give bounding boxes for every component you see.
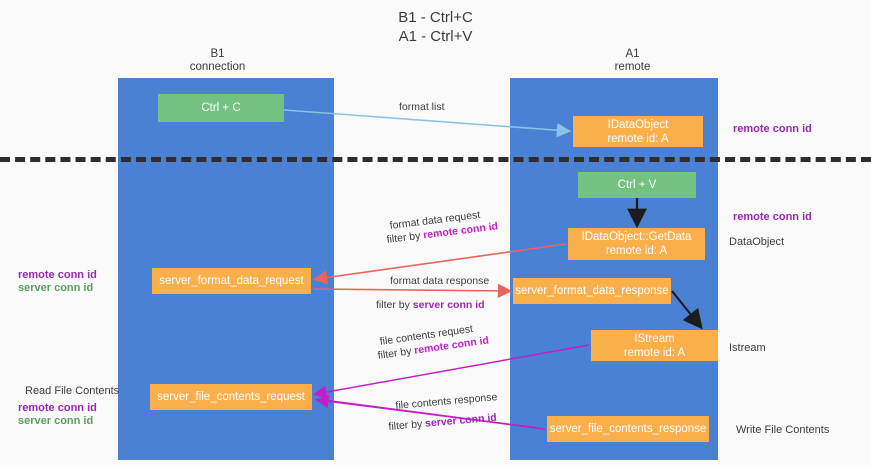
edge-label-format-list: format list bbox=[399, 101, 445, 113]
annotation-dataobject: DataObject bbox=[729, 236, 785, 248]
column-header-a1: A1 remote bbox=[614, 48, 651, 73]
node-server-file-contents-request[interactable]: server_file_contents_request bbox=[150, 384, 312, 410]
node-ctrl-v[interactable]: Ctrl + V bbox=[578, 172, 696, 198]
annotation-left-server-conn-id-top: server conn id bbox=[18, 282, 94, 294]
annotation-istream: Istream bbox=[729, 342, 766, 354]
column-header-b1: B1 connection bbox=[189, 48, 246, 73]
node-server-format-data-request[interactable]: server_format_data_request bbox=[152, 268, 311, 294]
node-server-file-contents-response[interactable]: server_file_contents_response bbox=[547, 416, 709, 442]
node-server-file-contents-response-label: server_file_contents_response bbox=[549, 423, 707, 435]
node-server-format-data-request-label: server_format_data_request bbox=[159, 275, 304, 287]
node-idataobject-sublabel: remote id: A bbox=[607, 132, 669, 145]
node-istream-label: IStream bbox=[634, 332, 675, 345]
node-getdata-sublabel: remote id: A bbox=[605, 245, 668, 257]
filter-key: server conn id bbox=[412, 299, 485, 311]
node-ctrl-c-label: Ctrl + C bbox=[201, 102, 241, 114]
page-title: B1 - Ctrl+C A1 - Ctrl+V bbox=[398, 9, 473, 45]
edge-label-file-contents-response-filter: filter by server conn id bbox=[388, 412, 497, 434]
node-server-format-data-response[interactable]: server_format_data_response bbox=[513, 278, 671, 304]
edge-label-format-data-response: format data response bbox=[390, 275, 490, 287]
node-getdata-label: IDataObject::GetData bbox=[581, 231, 692, 243]
edge-label-format-data-response-filter: filter by server conn id bbox=[376, 299, 485, 312]
node-server-file-contents-request-label: server_file_contents_request bbox=[157, 391, 305, 403]
edge-format-data-response bbox=[312, 283, 513, 299]
node-server-format-data-response-label: server_format_data_response bbox=[515, 285, 669, 297]
annotation-remote-conn-id-top: remote conn id bbox=[733, 123, 812, 135]
filter-prefix: filter by bbox=[376, 299, 413, 311]
edge-label-file-contents-response: file contents response bbox=[395, 391, 498, 412]
annotation-remote-conn-id-mid: remote conn id bbox=[733, 211, 812, 223]
annotation-read-file-contents: Read File Contents bbox=[25, 385, 120, 397]
node-istream[interactable]: IStream remote id: A bbox=[591, 330, 718, 361]
annotation-left-remote-conn-id-bottom: remote conn id bbox=[18, 402, 97, 414]
node-ctrl-c[interactable]: Ctrl + C bbox=[158, 94, 284, 122]
node-ctrl-v-label: Ctrl + V bbox=[617, 179, 657, 191]
node-istream-sublabel: remote id: A bbox=[623, 346, 686, 359]
filter-key: server conn id bbox=[424, 411, 498, 430]
filter-prefix: filter by bbox=[388, 417, 426, 433]
annotation-write-file-contents: Write File Contents bbox=[736, 424, 830, 436]
node-idataobject-getdata[interactable]: IDataObject::GetData remote id: A bbox=[568, 228, 705, 260]
annotation-left-remote-conn-id-top: remote conn id bbox=[18, 269, 97, 281]
node-idataobject-label: IDataObject bbox=[607, 118, 669, 131]
phase-separator bbox=[0, 157, 871, 162]
annotation-left-server-conn-id-bottom: server conn id bbox=[18, 415, 94, 427]
node-idataobject[interactable]: IDataObject remote id: A bbox=[573, 116, 703, 147]
